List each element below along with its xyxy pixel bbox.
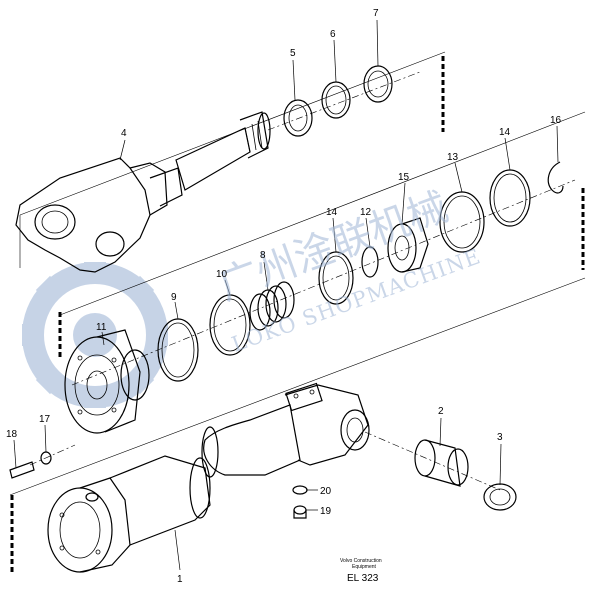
footer-drawing-code: EL 323	[347, 573, 379, 584]
callout-16: 16	[550, 115, 562, 126]
callout-2: 2	[438, 406, 444, 417]
callout-12: 12	[360, 207, 372, 218]
callout-15: 15	[398, 172, 410, 183]
callout-5: 5	[290, 48, 296, 59]
part-20-washer	[292, 485, 308, 495]
part-7-wiper	[363, 65, 393, 103]
callout-8: 8	[260, 250, 266, 261]
watermark-gear-icon	[22, 262, 168, 408]
callout-10: 10	[216, 269, 228, 280]
part-14-ring-upper	[489, 169, 531, 227]
footer-manufacturer-line2: Equipment	[352, 564, 377, 570]
callout-18: 18	[6, 429, 18, 440]
part-11-piston-head	[64, 329, 150, 434]
part-19-plug	[293, 505, 307, 519]
callout-1: 1	[177, 574, 183, 585]
part-6-ring	[321, 81, 351, 119]
callout-3: 3	[497, 432, 503, 443]
callout-14-lower: 14	[326, 207, 338, 218]
leader-lines	[13, 19, 559, 571]
callout-4: 4	[121, 128, 127, 139]
part-2-bushing	[414, 439, 469, 487]
callout-17: 17	[39, 414, 51, 425]
callout-7: 7	[373, 8, 379, 19]
callout-19: 19	[320, 506, 332, 517]
part-1-tube-section	[201, 382, 370, 478]
callout-9: 9	[171, 292, 177, 303]
part-3-seal	[483, 483, 517, 511]
callout-11: 11	[96, 322, 107, 333]
part-18-screw	[9, 461, 35, 479]
footer-manufacturer-line1: Volvo Construction	[340, 558, 382, 564]
part-1-cylinder-barrel	[47, 455, 211, 573]
callout-13: 13	[447, 152, 459, 163]
part-16-snap-ring	[547, 161, 564, 194]
callout-20: 20	[320, 486, 332, 497]
part-5-seal	[283, 99, 313, 137]
callout-6: 6	[330, 29, 336, 40]
callout-14-upper: 14	[499, 127, 511, 138]
part-4-piston-rod	[15, 111, 271, 273]
